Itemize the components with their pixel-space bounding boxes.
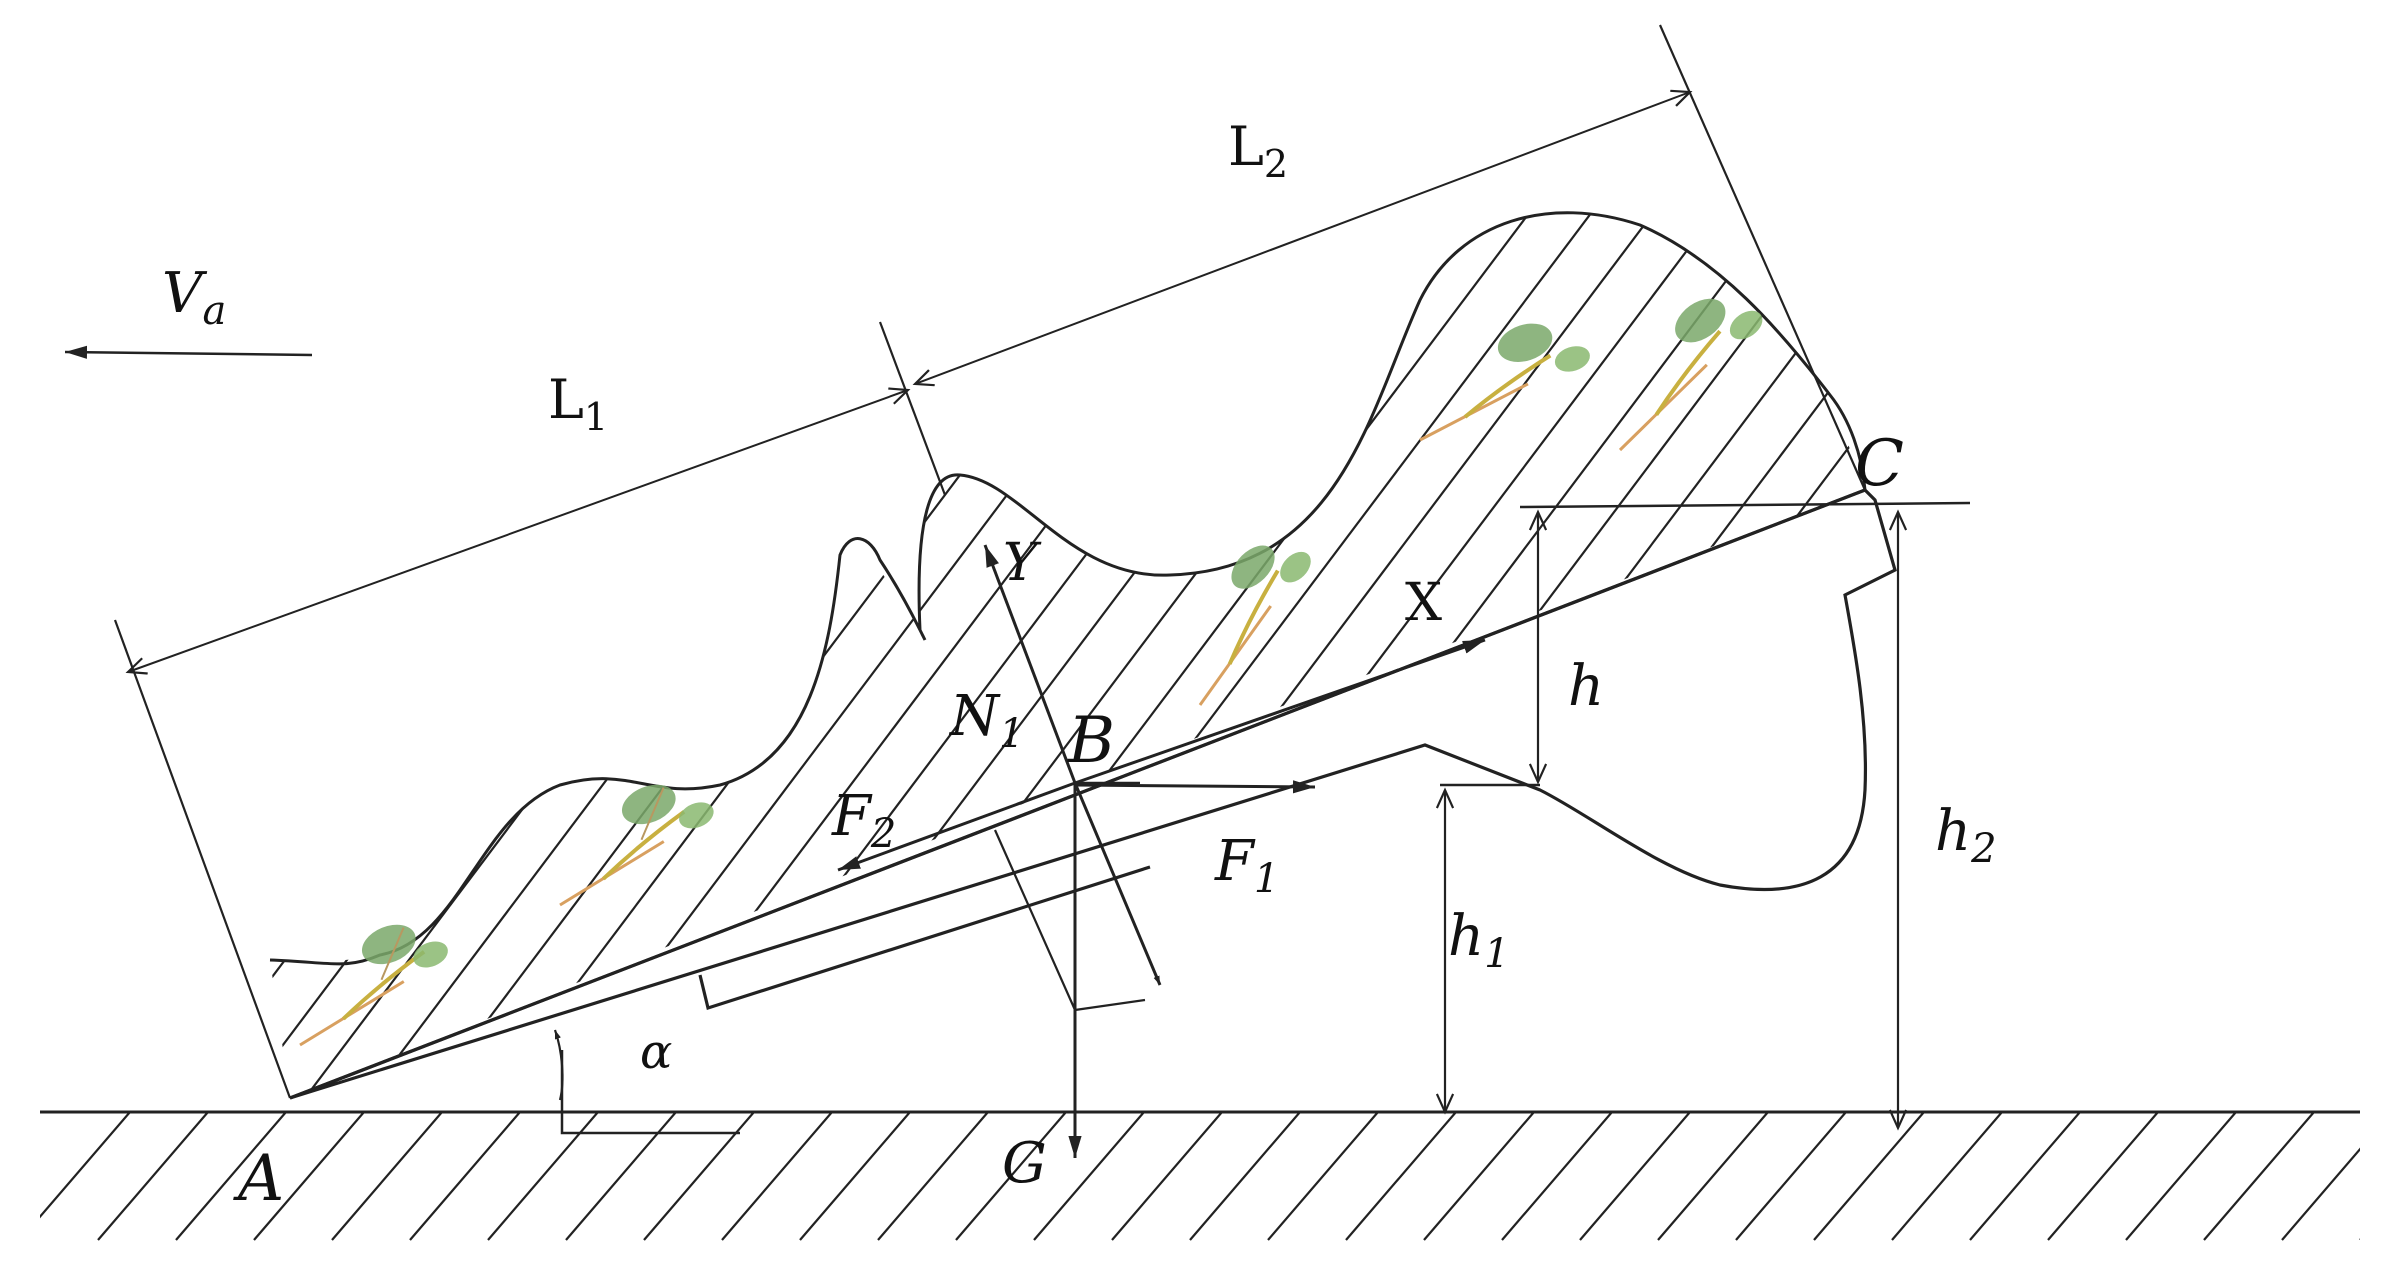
crop-mass [269, 211, 1867, 1098]
x-axis-arrow [1074, 638, 1486, 785]
dimension-l1 [113, 321, 947, 1099]
inclined-plate [289, 488, 1897, 1100]
plant-icon [299, 924, 448, 1047]
label-c: C [1855, 427, 1904, 501]
label-x: X [1405, 573, 1442, 633]
f2-force-arrow [837, 781, 1076, 872]
label-l2: L2 [1228, 115, 1288, 186]
plant-icon [559, 784, 714, 907]
c-reference-line [1519, 501, 1971, 509]
dimension-l2 [915, 24, 1867, 491]
f1-force-arrow [1074, 780, 1316, 794]
label-va: Va [162, 261, 226, 334]
label-h1: h1 [1448, 904, 1510, 977]
label-f1: F1 [1214, 829, 1279, 902]
y-axis-line [1073, 782, 1162, 986]
plant-icon [1198, 545, 1311, 706]
labels: Va L1 L2 Y X N1 B C A F2 F1 G h h1 h2 α [162, 115, 1997, 1216]
label-alpha: α [640, 1024, 672, 1080]
velocity-arrow [64, 345, 313, 359]
label-b: B [1067, 704, 1115, 778]
angle-alpha [553, 1029, 740, 1135]
label-g: G [1002, 1131, 1047, 1196]
label-a: A [233, 1142, 284, 1216]
ground [40, 1110, 2360, 1241]
height-dimensions [1440, 512, 1898, 1128]
label-h2: h2 [1935, 799, 1997, 872]
label-l1: L1 [548, 368, 608, 439]
n1-force-arrow [983, 544, 1077, 784]
label-n1: N1 [948, 684, 1024, 757]
crop-outline [269, 211, 1867, 966]
plant-sketches [299, 298, 1763, 1047]
label-h: h [1568, 654, 1604, 719]
label-y: Y [1003, 533, 1042, 593]
label-f2: F2 [831, 784, 896, 857]
forces-at-b [837, 544, 1486, 1158]
